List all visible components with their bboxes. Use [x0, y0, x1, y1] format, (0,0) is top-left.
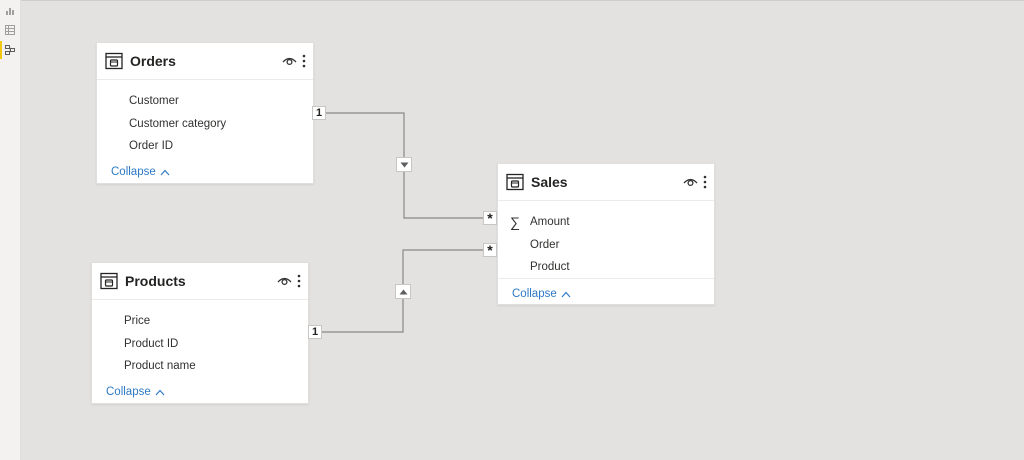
- sales-table-header[interactable]: Sales: [498, 164, 714, 201]
- products-one-cardinality: 1: [308, 325, 322, 339]
- field-list: Price Product ID Product name: [92, 300, 308, 377]
- field-list: ∑ Amount Order Product: [498, 201, 714, 278]
- field-item[interactable]: Order ID: [129, 139, 174, 152]
- filter-direction-marker[interactable]: [395, 284, 411, 299]
- field-label: Amount: [530, 216, 570, 229]
- view-rail: [0, 0, 21, 460]
- table-icon: [100, 272, 118, 290]
- table-title: Orders: [130, 53, 176, 69]
- canvas-top-border: [21, 0, 1024, 1]
- more-options-icon[interactable]: [702, 175, 708, 189]
- triangle-down-icon: [400, 162, 408, 167]
- visibility-eye-icon[interactable]: [277, 276, 292, 286]
- table-title: Products: [125, 273, 186, 289]
- collapse-button[interactable]: Collapse: [498, 288, 571, 300]
- orders-table-header[interactable]: Orders: [97, 43, 313, 80]
- table-icon: [105, 52, 123, 70]
- field-item[interactable]: Product: [530, 260, 570, 273]
- chevron-up-icon: [160, 169, 170, 176]
- field-item[interactable]: Product ID: [124, 337, 179, 350]
- report-view-icon: [6, 8, 14, 15]
- field-item[interactable]: Customer: [129, 95, 179, 108]
- field-item[interactable]: ∑ Amount: [498, 211, 714, 233]
- orders-table-card[interactable]: Orders Customer Cus: [96, 42, 314, 184]
- filter-direction-marker[interactable]: [396, 157, 412, 172]
- visibility-eye-icon[interactable]: [683, 177, 698, 187]
- sum-sigma-icon: ∑: [510, 214, 520, 230]
- field-item[interactable]: Product name: [124, 359, 196, 372]
- collapse-button[interactable]: Collapse: [97, 166, 170, 178]
- more-options-icon[interactable]: [301, 54, 307, 68]
- field-item[interactable]: Customer category: [129, 117, 227, 130]
- more-options-icon[interactable]: [296, 274, 302, 288]
- model-view-button[interactable]: [0, 41, 20, 59]
- table-icon: [506, 173, 524, 191]
- data-view-button[interactable]: [0, 21, 20, 39]
- field-list: Customer Customer category Order ID: [97, 80, 313, 157]
- triangle-up-icon: [399, 289, 407, 294]
- sales-many-cardinality: *: [483, 242, 497, 258]
- data-view-icon: [5, 25, 15, 35]
- report-view-button[interactable]: [0, 2, 20, 20]
- chevron-up-icon: [155, 389, 165, 396]
- collapse-button[interactable]: Collapse: [92, 386, 165, 398]
- model-view-icon: [5, 45, 15, 55]
- field-item[interactable]: Price: [124, 315, 151, 328]
- field-item[interactable]: Order: [530, 238, 560, 251]
- sales-many-cardinality: *: [483, 210, 497, 226]
- chevron-up-icon: [561, 291, 571, 298]
- table-title: Sales: [531, 174, 568, 190]
- model-canvas[interactable]: Orders Customer Cus: [21, 0, 1024, 460]
- visibility-eye-icon[interactable]: [282, 56, 297, 66]
- collapse-label: Collapse: [106, 386, 151, 399]
- products-table-card[interactable]: Products Price Prod: [91, 262, 309, 404]
- orders-one-cardinality: 1: [312, 106, 326, 120]
- products-table-header[interactable]: Products: [92, 263, 308, 300]
- collapse-label: Collapse: [512, 288, 557, 301]
- collapse-label: Collapse: [111, 166, 156, 179]
- sales-table-card[interactable]: Sales ∑: [497, 163, 715, 305]
